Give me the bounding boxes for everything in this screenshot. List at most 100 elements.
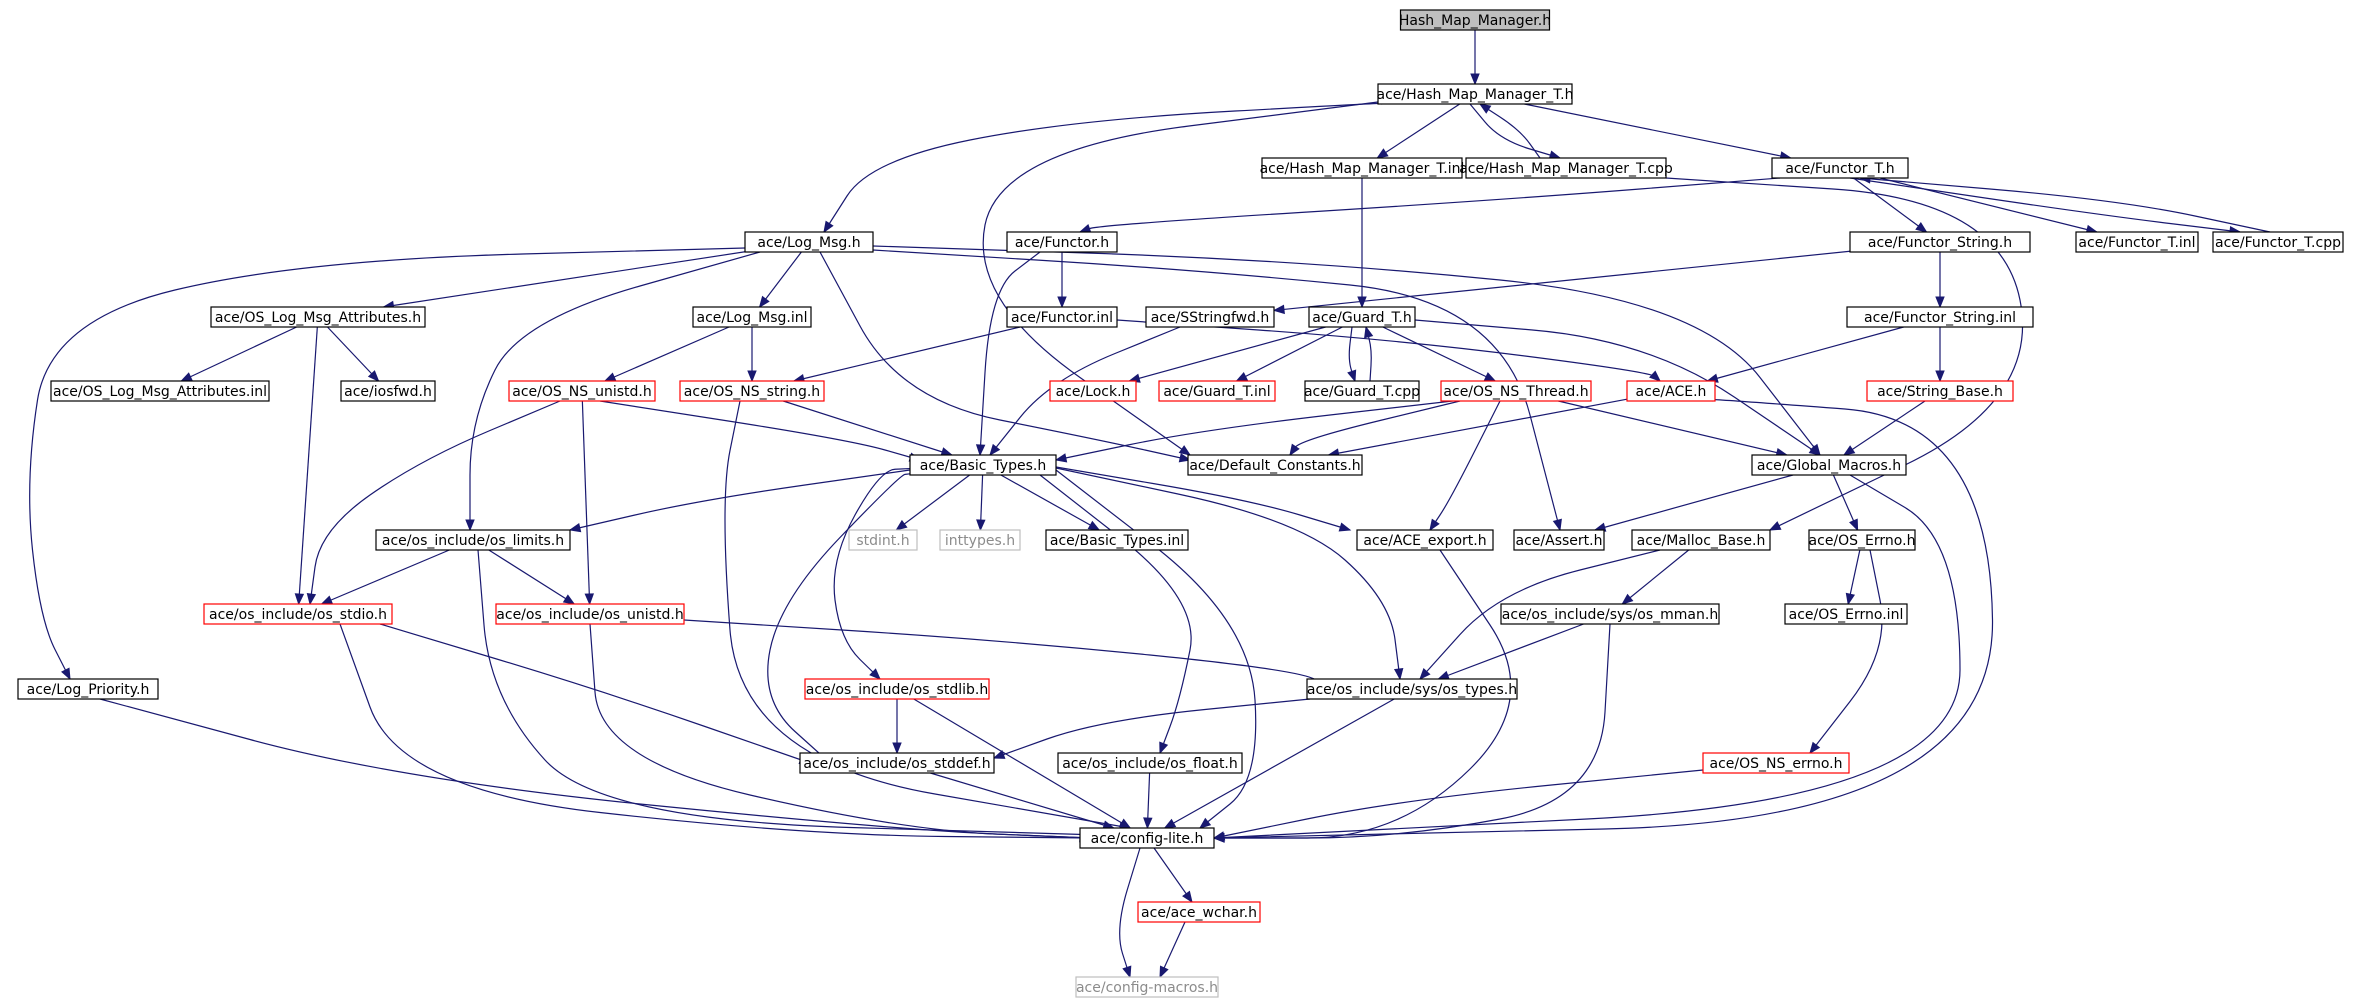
node-lock[interactable]: ace/Lock.h [1049, 380, 1137, 402]
edge-line [99, 698, 1091, 839]
node-label: ace/ace_wchar.h [1141, 905, 1257, 921]
node-acewchar[interactable]: ace/ace_wchar.h [1137, 901, 1261, 923]
node-oserrno[interactable]: ace/OS_Errno.h [1808, 529, 1916, 551]
node-aceh[interactable]: ace/ACE.h [1626, 380, 1716, 402]
node-ostypes[interactable]: ace/os_include/sys/os_types.h [1306, 678, 1518, 700]
edge-line [379, 623, 811, 764]
node-oserrnoinl[interactable]: ace/OS_Errno.inl [1784, 603, 1908, 625]
node-osnsstring[interactable]: ace/OS_NS_string.h [679, 380, 825, 402]
node-box [340, 380, 436, 402]
node-configmacros: ace/config-macros.h [1075, 976, 1219, 998]
edge-osnsunistd-to-osstdio [306, 400, 561, 606]
edge-line [1365, 326, 1372, 382]
node-label: ace/Log_Msg.h [757, 235, 860, 251]
node-basictypes[interactable]: ace/Basic_Types.h [909, 454, 1057, 476]
edge-hmmTinl-to-guardT [1357, 178, 1367, 309]
edge-acewchar-to-configmacros [1159, 921, 1186, 979]
edge-line [321, 549, 450, 605]
node-osnserrno[interactable]: ace/OS_NS_errno.h [1702, 752, 1850, 774]
node-mallocbase[interactable]: ace/Malloc_Base.h [1631, 529, 1771, 551]
node-assert[interactable]: ace/Assert.h [1513, 529, 1605, 551]
node-basictypesinl[interactable]: ace/Basic_Types.inl [1045, 529, 1189, 551]
edge-line [1376, 103, 1461, 159]
node-configlite[interactable]: ace/config-lite.h [1079, 827, 1215, 849]
edge-arrowhead [465, 519, 475, 532]
node-label: ace/config-lite.h [1091, 831, 1204, 847]
node-label: ace/os_include/sys/os_types.h [1307, 682, 1517, 698]
node-logpriority[interactable]: ace/Log_Priority.h [17, 678, 159, 700]
edge-functorT-to-functorString [1853, 177, 1928, 233]
node-functorStringinl[interactable]: ace/Functor_String.inl [1846, 306, 2034, 328]
node-osfloat[interactable]: ace/os_include/os_float.h [1057, 752, 1243, 774]
edge-arrowhead [1212, 831, 1226, 841]
edge-mallocbase-to-osmman [1621, 549, 1690, 605]
edge-arrowhead [1122, 965, 1132, 979]
edge-functorT-to-functorTcpp [1849, 177, 2242, 236]
node-guardTinl[interactable]: ace/Guard_T.inl [1158, 380, 1276, 402]
node-oslogattr[interactable]: ace/OS_Log_Msg_Attributes.h [210, 306, 426, 328]
node-functor[interactable]: ace/Functor.h [1006, 231, 1118, 253]
edge-line [599, 400, 921, 461]
node-label: ace/os_include/os_float.h [1062, 756, 1238, 772]
node-box [909, 454, 1057, 476]
edge-osnsthread-to-aceexport [1429, 400, 1501, 532]
node-box [848, 529, 918, 551]
node-functorString[interactable]: ace/Functor_String.h [1849, 231, 2031, 253]
node-label: inttypes.h [945, 533, 1015, 549]
edge-line [1213, 398, 1994, 839]
node-box [2212, 231, 2344, 253]
node-label: ace/Hash_Map_Manager_T.cpp [1459, 161, 1673, 177]
node-functorinl[interactable]: ace/Functor.inl [1006, 306, 1118, 328]
node-oslogattrinl[interactable]: ace/OS_Log_Msg_Attributes.inl [50, 380, 270, 402]
node-functorT[interactable]: ace/Functor_T.h [1771, 157, 1909, 179]
edge-oslogattr-to-osstdio [294, 326, 318, 606]
node-osstdlib[interactable]: ace/os_include/os_stdlib.h [804, 678, 990, 700]
node-hmmTcpp[interactable]: ace/Hash_Map_Manager_T.cpp [1459, 157, 1673, 179]
node-osstdio[interactable]: ace/os_include/os_stdio.h [203, 603, 393, 625]
edge-hmmTcpp-to-hmmT [1478, 103, 1541, 159]
node-label: ace/Functor_String.h [1868, 235, 2012, 251]
node-label: ace/config-macros.h [1076, 980, 1218, 996]
node-stringbase[interactable]: ace/String_Base.h [1866, 380, 2014, 402]
node-hmmTinl[interactable]: ace/Hash_Map_Manager_T.inl [1260, 157, 1465, 179]
node-osstddef[interactable]: ace/os_include/os_stddef.h [799, 752, 995, 774]
node-logmsginl[interactable]: ace/Log_Msg.inl [692, 306, 812, 328]
edge-line [819, 251, 1191, 461]
edge-line [872, 245, 1821, 456]
node-functorTinl[interactable]: ace/Functor_T.inl [2075, 231, 2199, 253]
node-guardTcpp[interactable]: ace/Guard_T.cpp [1304, 380, 1420, 402]
edge-line [979, 251, 1041, 456]
node-defconst[interactable]: ace/Default_Constants.h [1187, 454, 1363, 476]
node-osunistd[interactable]: ace/os_include/os_unistd.h [495, 603, 685, 625]
node-label: ace/Assert.h [1516, 533, 1603, 549]
edge-root-to-hmmT [1470, 30, 1480, 86]
edge-guardT-to-globalmacros [1414, 319, 1822, 456]
edge-ostypes-to-osstddef [992, 698, 1311, 759]
edge-oserrno-to-osnserrno [1809, 549, 1883, 755]
node-osnsunistd[interactable]: ace/OS_NS_unistd.h [508, 380, 656, 402]
edge-arrowhead [1054, 453, 1068, 463]
node-iosfwd[interactable]: ace/iosfwd.h [340, 380, 436, 402]
node-aceexport[interactable]: ace/ACE_export.h [1356, 529, 1494, 551]
node-box [1187, 454, 1363, 476]
edge-globalmacros-to-assert [1593, 474, 1794, 532]
node-functorTcpp[interactable]: ace/Functor_T.cpp [2212, 231, 2344, 253]
node-box [692, 306, 812, 328]
edge-line [683, 619, 1331, 690]
node-label: ace/Guard_T.h [1312, 310, 1412, 326]
node-label: ace/ACE.h [1636, 384, 1707, 400]
node-globalmacros[interactable]: ace/Global_Macros.h [1751, 454, 1907, 476]
node-osmman[interactable]: ace/os_include/sys/os_mman.h [1500, 603, 1720, 625]
node-oslimits[interactable]: ace/os_include/os_limits.h [375, 529, 571, 551]
node-label: ace/Functor_String.inl [1864, 310, 2016, 326]
node-osnsthread[interactable]: ace/OS_NS_Thread.h [1440, 380, 1592, 402]
edge-line [1849, 177, 2241, 233]
node-box [1631, 529, 1771, 551]
node-guardT[interactable]: ace/Guard_T.h [1308, 306, 1416, 328]
node-hmmT[interactable]: ace/Hash_Map_Manager_T.h [1376, 83, 1574, 105]
node-sstringfwd[interactable]: ace/SStringfwd.h [1145, 306, 1275, 328]
node-logmsg[interactable]: ace/Log_Msg.h [744, 231, 874, 253]
edge-hmmT-to-defconst [982, 101, 1379, 456]
node-label: ace/OS_NS_errno.h [1709, 756, 1842, 772]
